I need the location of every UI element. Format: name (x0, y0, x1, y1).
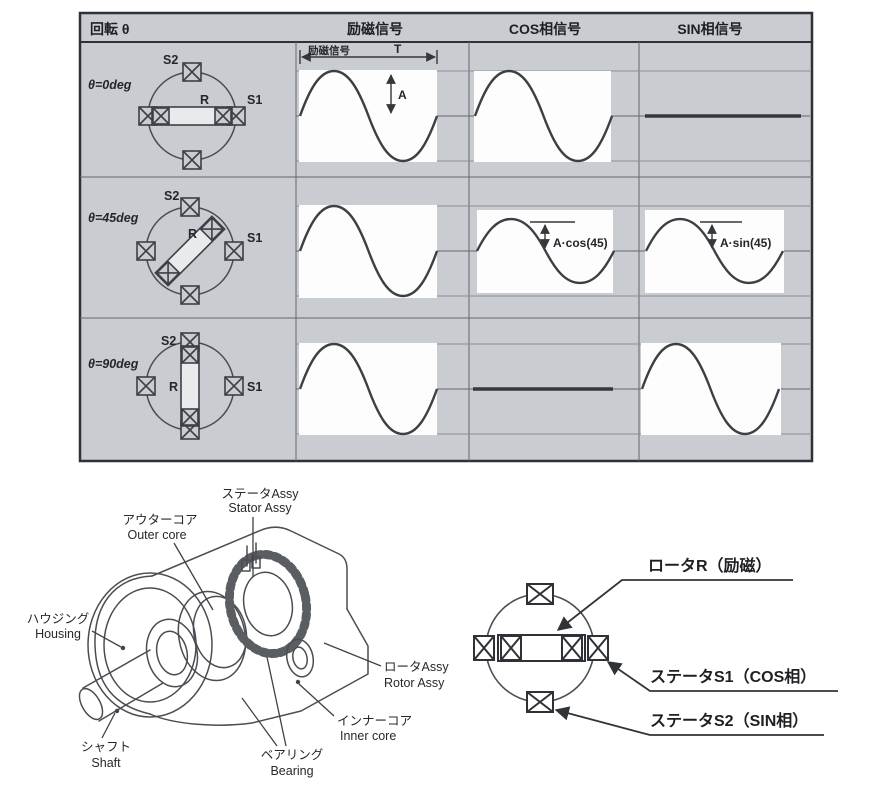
cos45-label: A·cos(45) (553, 236, 608, 250)
inner-core-label-en: Inner core (340, 729, 396, 743)
period-dimension: 励磁信号 T (299, 42, 438, 64)
stator-coil-bottom-icon (182, 150, 202, 170)
angle-label-45deg: θ=45deg (88, 211, 139, 225)
stator-coil-left-icon (473, 635, 495, 661)
angle-label-90deg: θ=90deg (88, 357, 139, 371)
shaft-label-jp: シャフト (81, 740, 131, 754)
rotor-bar (151, 106, 233, 126)
rotor-bar (180, 345, 200, 427)
sin45-dimension: A·sin(45) (700, 221, 771, 250)
outer-core-label-en: Outer core (127, 528, 186, 542)
s1-label: S1 (247, 380, 262, 394)
stator-coil-top-icon (182, 62, 202, 82)
row-45deg: θ=45deg R S1 S2 (88, 189, 785, 305)
amplitude-label: A (398, 88, 407, 102)
header-cos: COS相信号 (509, 21, 581, 37)
rotor-callout: ロータR（励磁） (556, 556, 793, 631)
stator-assy-label-en: Stator Assy (228, 501, 292, 515)
cutaway-body (78, 526, 369, 726)
stator-coil-left-icon (136, 376, 156, 396)
cos45-dimension: A·cos(45) (530, 221, 608, 250)
bearing-label-en: Bearing (270, 764, 313, 778)
s2-label: S2 (161, 334, 176, 348)
s2-label: S2 (163, 53, 178, 67)
rotor-callout-label: ロータR（励磁） (648, 556, 772, 575)
s1-label: S1 (247, 231, 262, 245)
shaft-label-en: Shaft (91, 756, 121, 770)
inner-core-label-jp: インナーコア (337, 714, 412, 728)
bearing-label-jp: ベアリング (261, 748, 324, 762)
s2-callout-label: ステータS2（SIN相） (650, 711, 808, 730)
stator-coil-right-icon (587, 635, 609, 661)
rotor-bar (497, 634, 586, 662)
rotor-assy-label-en: Rotor Assy (384, 676, 445, 690)
rotor-r-label: R (188, 227, 197, 241)
housing-label-jp: ハウジング (27, 612, 90, 626)
angle-label-0deg: θ=0deg (88, 78, 132, 92)
stator-coil-top-icon (526, 583, 554, 605)
stator-coil-bottom-icon (526, 691, 554, 713)
outer-core-label-jp: アウターコア (122, 513, 197, 527)
rotor-diagram-0deg: R S1 S2 (138, 53, 262, 170)
sin45-label: A·sin(45) (720, 236, 771, 250)
stator-coil-right-icon (224, 376, 244, 396)
period-label: T (394, 42, 402, 56)
phase-diagram: ロータR（励磁） ステータS1（COS相） ステータS2（SIN相） (473, 556, 838, 736)
signal-table: 回転 θ 励磁信号 COS相信号 SIN相信号 θ=0deg R (78, 11, 814, 463)
s2-callout: ステータS2（SIN相） (554, 706, 824, 736)
row-0deg: θ=0deg R S1 S2 励磁信号 T (88, 42, 801, 170)
s2-label: S2 (164, 189, 179, 203)
stator-coil-top-icon (180, 197, 200, 217)
s1-callout-label: ステータS1（COS相） (650, 667, 816, 686)
rotor-diagram-90deg: R S1 S2 (136, 332, 262, 440)
stator-assy-label-jp: ステータAssy (221, 487, 299, 501)
stator-coil-right-icon (224, 241, 244, 261)
excitation-wave-label: 励磁信号 (308, 44, 350, 57)
header-sin: SIN相信号 (677, 21, 742, 37)
stator-coil-bottom-icon (180, 285, 200, 305)
stator-coil-left-icon (136, 241, 156, 261)
rotor-diagram-45deg: R S1 S2 (136, 189, 262, 305)
header-excitation: 励磁信号 (347, 21, 403, 37)
amplitude-dimension: A (386, 74, 407, 114)
rotor-bar (154, 215, 226, 287)
stator-lamination-ring (224, 549, 312, 659)
housing-label-en: Housing (35, 627, 81, 641)
rotor-r-label: R (200, 93, 209, 107)
rotor-r-label: R (169, 380, 178, 394)
s1-label: S1 (247, 93, 262, 107)
rotor-assy-label-jp: ロータAssy (384, 660, 449, 674)
row-90deg: θ=90deg R S1 S2 (88, 332, 781, 440)
cutaway-labels: ステータAssy Stator Assy アウターコア Outer core ハ… (27, 487, 450, 778)
resolver-cutaway: ステータAssy Stator Assy アウターコア Outer core ハ… (27, 487, 450, 778)
header-rotation: 回転 θ (90, 21, 129, 37)
s1-callout: ステータS1（COS相） (606, 661, 838, 692)
